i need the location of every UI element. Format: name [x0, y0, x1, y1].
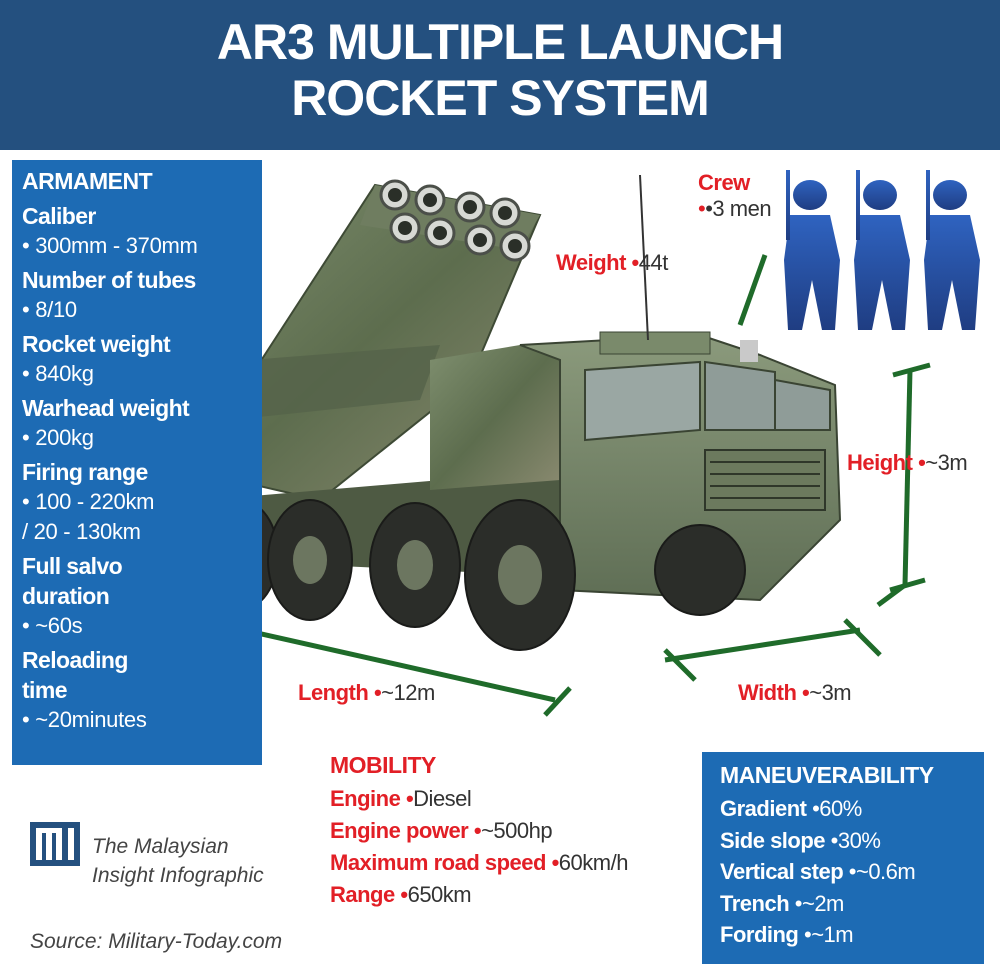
source-credit: Source: Military-Today.com [30, 930, 283, 953]
width-value: ~3m [809, 680, 852, 705]
mobility-value: 650km [407, 882, 472, 907]
bullet-icon: • [918, 450, 926, 475]
bullet-icon: • [405, 786, 414, 811]
crew-value-wrap: ••3 men [698, 196, 772, 221]
mobility-label: Maximum road speed [330, 850, 546, 875]
maneuverability-panel: MANEUVERABILITY Gradient •60% Side slope… [702, 752, 984, 964]
length-value: ~12m [381, 680, 435, 705]
spec-rocket-weight: Rocket weight • 840kg [22, 329, 252, 389]
armament-heading: ARMAMENT [22, 168, 153, 194]
spec-label-line-2: duration [22, 583, 110, 609]
mobility-value: 60km/h [558, 850, 629, 875]
spec-value: • ~20minutes [22, 707, 147, 732]
spec-label: Number of tubes [22, 267, 196, 293]
spec-value: • 8/10 [22, 297, 77, 322]
spec-label: Full salvo [22, 553, 123, 579]
maneuver-row-vertical-step: Vertical step •~0.6m [720, 856, 966, 888]
title-line-2: ROCKET SYSTEM [291, 70, 710, 126]
bullet-icon: • [794, 890, 803, 916]
weight-label: Weight [556, 250, 626, 275]
bullet-icon: • [473, 818, 482, 843]
spec-value: • 840kg [22, 361, 94, 386]
bullet-icon: • [802, 680, 810, 705]
crew-silhouettes [784, 170, 980, 330]
weight-annotation: Weight •44t [556, 250, 668, 276]
height-value: ~3m [925, 450, 968, 475]
spec-value-secondary: / 20 - 130km [22, 519, 141, 544]
mobility-heading: MOBILITY [330, 752, 436, 778]
mobility-row-engine: Engine •Diesel [330, 783, 690, 815]
brand-line-1: The Malaysian [92, 835, 229, 858]
mobility-value: ~500hp [481, 818, 553, 843]
mobility-row-engine-power: Engine power •~500hp [330, 815, 690, 847]
mobility-label: Range [330, 882, 395, 907]
maneuver-value: ~1m [811, 922, 854, 947]
spec-firing-range: Firing range • 100 - 220km / 20 - 130km [22, 457, 252, 547]
crew-value: •3 men [705, 196, 772, 221]
spec-label: Warhead weight [22, 395, 190, 421]
spec-value: • 300mm - 370mm [22, 233, 198, 258]
spec-label: Firing range [22, 459, 148, 485]
mobility-value: Diesel [413, 786, 472, 811]
mobility-row-range: Range •650km [330, 879, 690, 911]
height-annotation: Height •~3m [847, 450, 968, 476]
maneuver-label: Fording [720, 922, 799, 947]
spec-label-line-2: time [22, 677, 68, 703]
maneuver-row-gradient: Gradient •60% [720, 793, 966, 825]
spec-caliber: Caliber • 300mm - 370mm [22, 201, 252, 261]
maneuver-label: Trench [720, 890, 790, 916]
crew-label: Crew [698, 170, 750, 195]
brand-line-2: Insight Infographic [92, 864, 264, 887]
spec-warhead-weight: Warhead weight • 200kg [22, 393, 252, 453]
length-label: Length [298, 680, 369, 705]
bullet-icon: • [804, 922, 812, 947]
maneuver-value: 60% [819, 796, 862, 821]
title-line-1: AR3 MULTIPLE LAUNCH [216, 14, 784, 70]
armament-panel: ARMAMENT Caliber • 300mm - 370mm Number … [12, 160, 262, 765]
maneuver-value: ~0.6m [855, 859, 916, 884]
bullet-icon: • [373, 680, 382, 705]
maneuver-row-side-slope: Side slope •30% [720, 825, 966, 857]
maneuver-value: ~2m [801, 890, 844, 916]
maneuver-label: Vertical step [720, 859, 844, 884]
bullet-icon: • [848, 859, 857, 884]
spec-reloading-time: Reloading time • ~20minutes [22, 645, 252, 735]
weight-value: 44t [638, 250, 669, 275]
maneuverability-heading: MANEUVERABILITY [720, 762, 934, 788]
bullet-icon: • [812, 796, 820, 821]
brand-text: The Malaysian Insight Infographic [92, 832, 264, 890]
maneuver-value: 30% [837, 827, 881, 853]
maneuver-row-fording: Fording •~1m [720, 919, 966, 951]
publisher-brand: The Malaysian Insight Infographic [30, 822, 310, 892]
crew-annotation: Crew ••3 men [698, 170, 772, 222]
length-annotation: Length •~12m [298, 680, 435, 706]
spec-value: • 200kg [22, 425, 94, 450]
spec-number-of-tubes: Number of tubes • 8/10 [22, 265, 252, 325]
bullet-icon: • [830, 827, 839, 853]
spec-value: • 100 - 220km [22, 489, 155, 514]
maneuver-label: Side slope [720, 827, 826, 853]
spec-label: Caliber [22, 203, 96, 229]
width-annotation: Width •~3m [738, 680, 852, 706]
bullet-icon: • [631, 250, 640, 275]
height-label: Height [847, 450, 913, 475]
mobility-label: Engine [330, 786, 401, 811]
mobility-label: Engine power [330, 818, 469, 843]
rocket-pod [188, 179, 542, 502]
spec-value: • ~60s [22, 613, 83, 638]
title-banner: AR3 MULTIPLE LAUNCH ROCKET SYSTEM [0, 0, 1000, 150]
bullet-icon: • [551, 850, 560, 875]
width-label: Width [738, 680, 797, 705]
spec-full-salvo-duration: Full salvo duration • ~60s [22, 551, 252, 641]
spec-label: Rocket weight [22, 331, 171, 357]
mobility-section: MOBILITY Engine •Diesel Engine power •~5… [330, 752, 690, 911]
spec-label: Reloading [22, 647, 128, 673]
mobility-row-max-speed: Maximum road speed •60km/h [330, 847, 690, 879]
maneuver-label: Gradient [720, 796, 807, 821]
bullet-icon: • [400, 882, 408, 907]
publisher-logo-icon [30, 822, 80, 866]
maneuver-row-trench: Trench •~2m [720, 888, 966, 920]
